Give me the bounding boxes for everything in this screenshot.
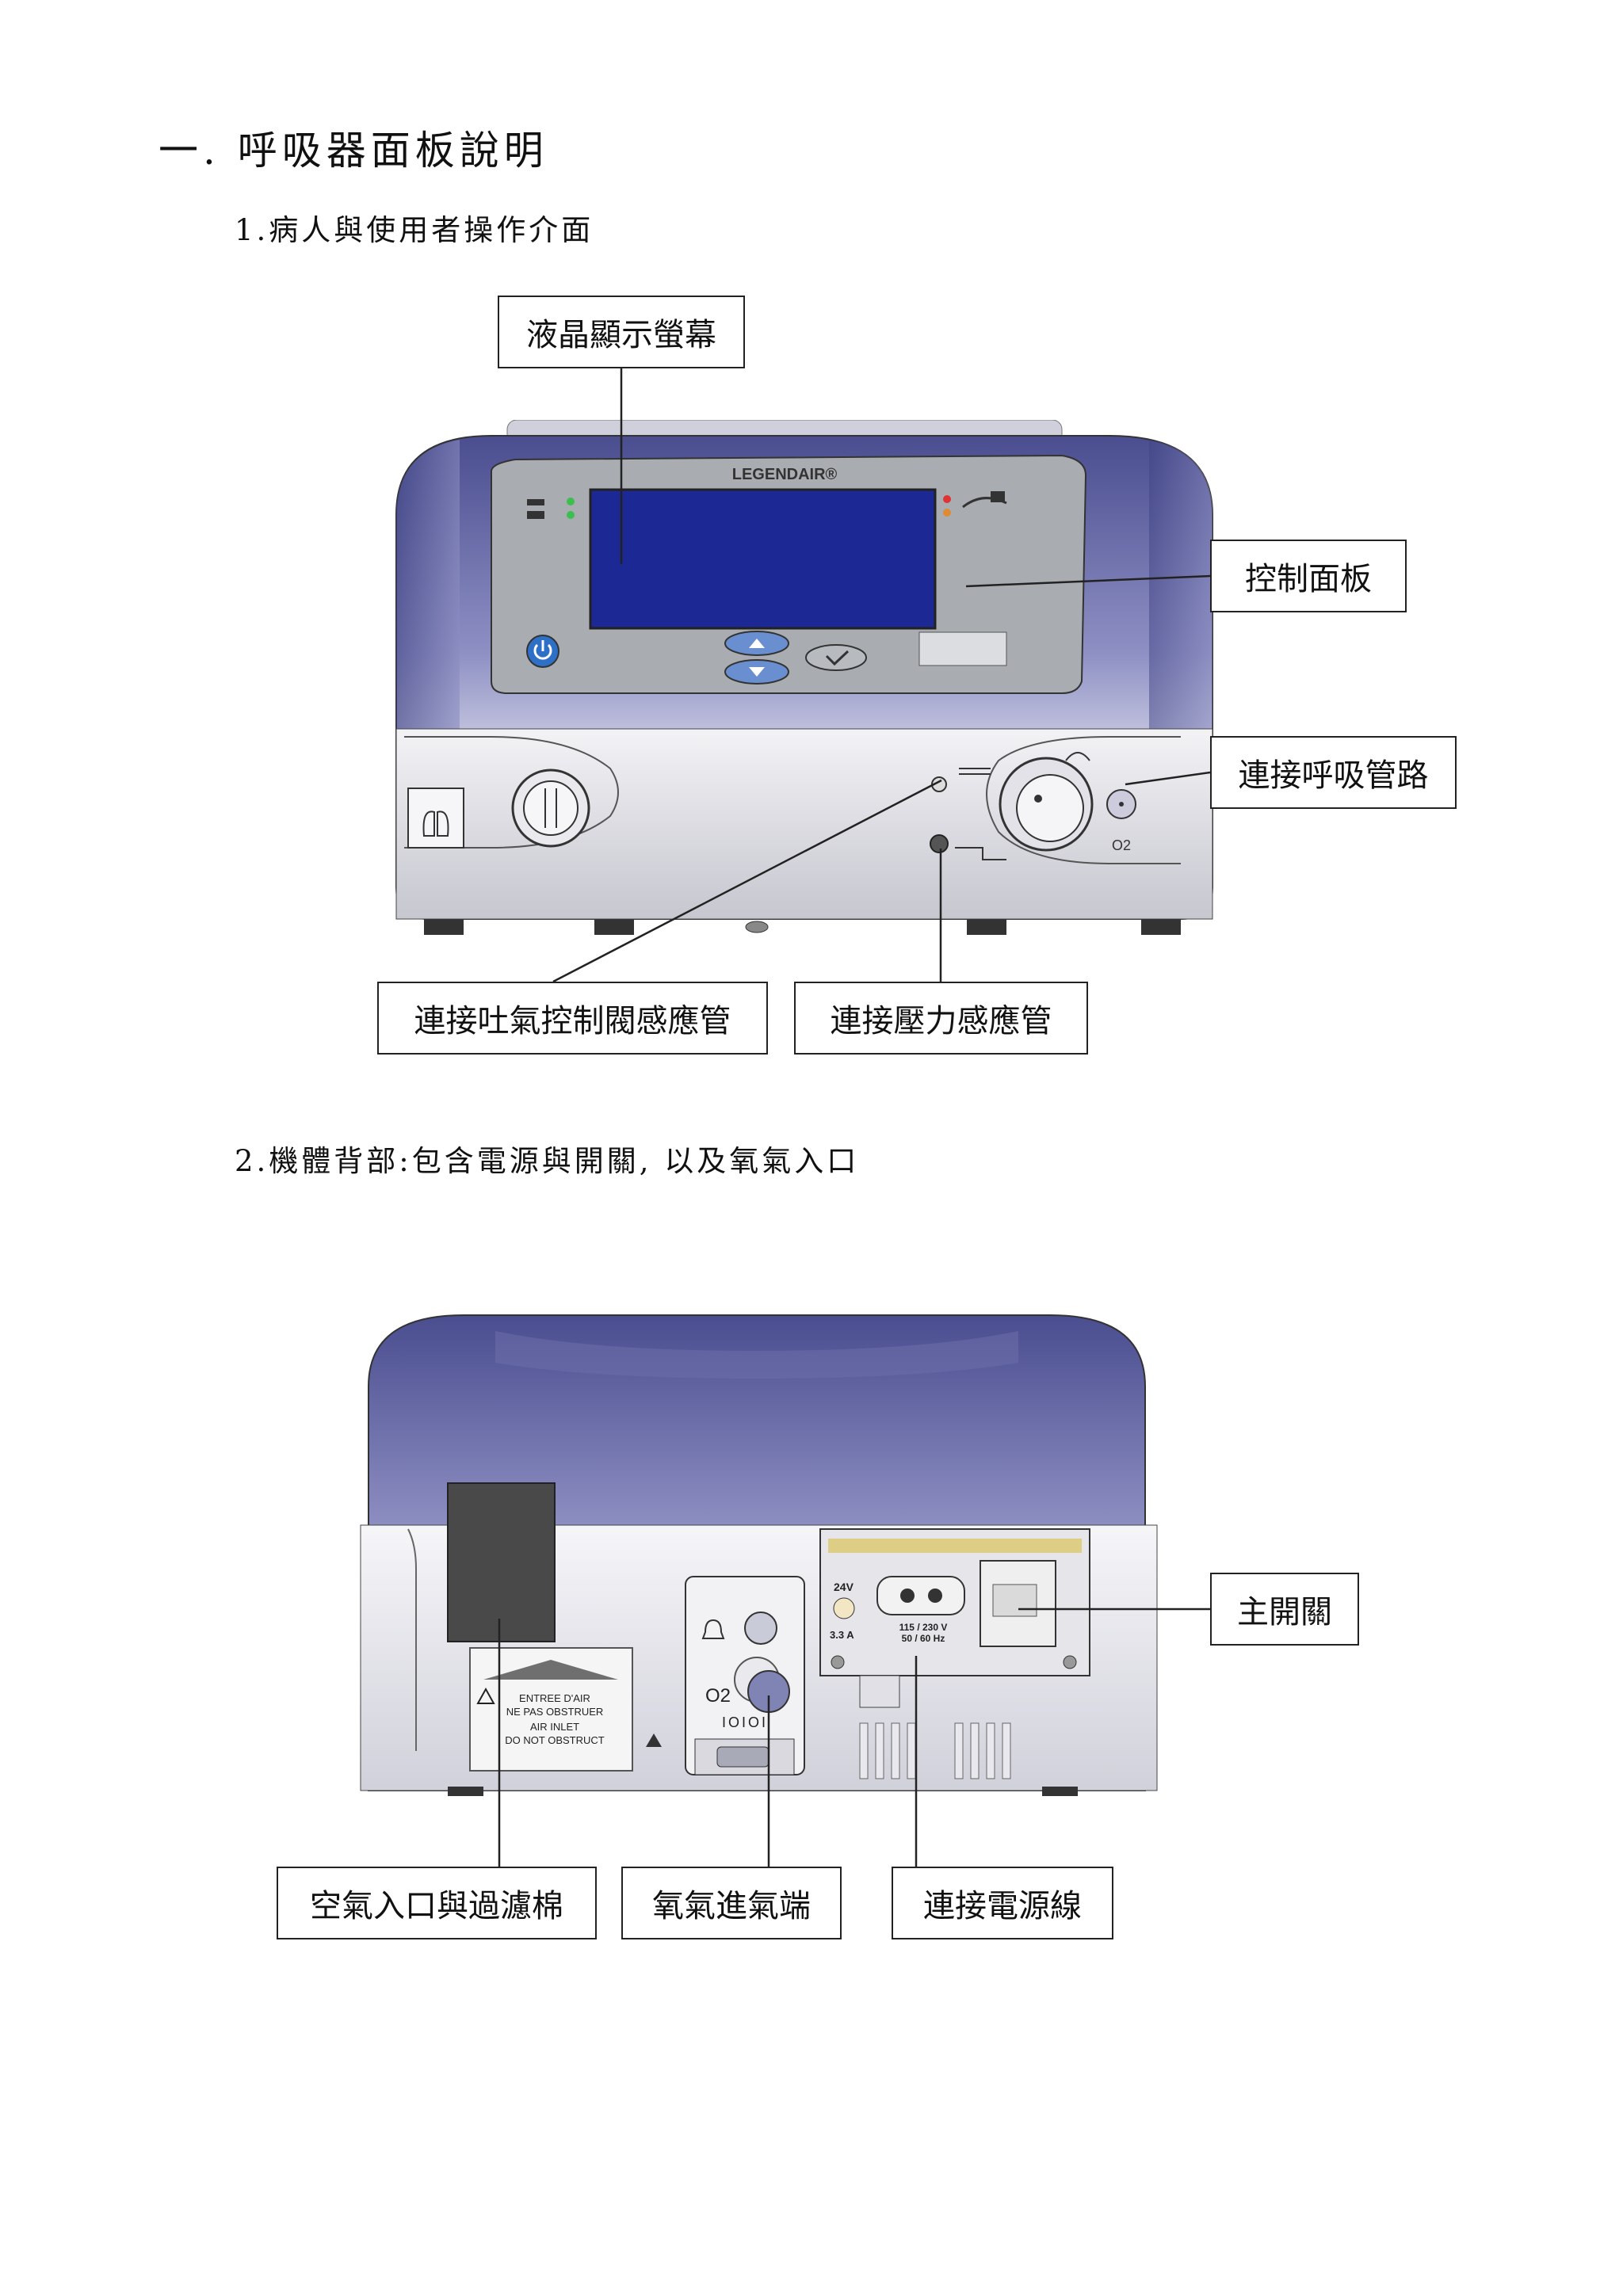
callout-air-inlet: 空氣入口與過濾棉 bbox=[277, 1867, 597, 1939]
svg-text:50 / 60 Hz: 50 / 60 Hz bbox=[902, 1633, 945, 1644]
breathing-circuit-port[interactable] bbox=[1016, 774, 1084, 842]
front-o2-label: O2 bbox=[1112, 837, 1131, 853]
ventilator-front-illustration: LEGENDAIR® O2 bbox=[395, 420, 1213, 935]
section-title: 一. 呼吸器面板說明 bbox=[158, 128, 548, 174]
pressure-sensor-port[interactable] bbox=[930, 834, 949, 853]
callout-lcd-screen: 液晶顯示螢幕 bbox=[498, 296, 745, 368]
io-label: IOIOI bbox=[722, 1714, 768, 1730]
serial-port[interactable] bbox=[716, 1746, 769, 1768]
back-o2-label: O2 bbox=[705, 1685, 731, 1707]
callout-pressure-sensor: 連接壓力感應管 bbox=[794, 982, 1088, 1055]
confirm-button[interactable] bbox=[805, 644, 867, 671]
svg-text:AIR INLET: AIR INLET bbox=[530, 1721, 579, 1733]
exhalation-valve-port[interactable] bbox=[931, 776, 947, 792]
svg-text:ENTREE D'AIR: ENTREE D'AIR bbox=[519, 1692, 590, 1704]
svg-text:DO NOT OBSTRUCT: DO NOT OBSTRUCT bbox=[505, 1734, 604, 1746]
ventilator-back-illustration: ENTREE D'AIR NE PAS OBSTRUER AIR INLET D… bbox=[360, 1314, 1158, 1796]
up-arrow-button[interactable] bbox=[724, 631, 789, 656]
svg-text:24V: 24V bbox=[834, 1581, 854, 1593]
lungs-icon bbox=[407, 788, 464, 849]
svg-text:115 / 230 V: 115 / 230 V bbox=[899, 1622, 948, 1633]
callout-power-cord: 連接電源線 bbox=[892, 1867, 1113, 1939]
brand-logo: LEGENDAIR® bbox=[732, 466, 838, 483]
callout-oxygen-inlet: 氧氣進氣端 bbox=[621, 1867, 842, 1939]
power-button[interactable] bbox=[526, 635, 559, 668]
down-arrow-button[interactable] bbox=[724, 659, 789, 685]
svg-text:NE PAS OBSTRUER: NE PAS OBSTRUER bbox=[506, 1706, 604, 1718]
esd-icon bbox=[646, 1733, 662, 1747]
svg-text:3.3 A: 3.3 A bbox=[830, 1629, 854, 1641]
alarm-connector[interactable] bbox=[744, 1611, 777, 1645]
callout-breathing-circuit: 連接呼吸管路 bbox=[1210, 736, 1457, 809]
callout-control-panel: 控制面板 bbox=[1210, 540, 1407, 612]
callout-main-switch: 主開關 bbox=[1210, 1573, 1359, 1646]
lcd-screen bbox=[589, 488, 937, 630]
air-inlet-filter bbox=[447, 1482, 556, 1642]
callout-exhalation-valve: 連接吐氣控制閥感應管 bbox=[377, 982, 768, 1055]
oxygen-inlet-port[interactable] bbox=[747, 1670, 790, 1713]
alarm-bell-icon bbox=[701, 1619, 725, 1639]
dc-input-port[interactable] bbox=[833, 1597, 855, 1619]
ac-power-socket[interactable] bbox=[876, 1576, 965, 1615]
back-heading: 2.機體背部:包含電源與開關, 以及氧氣入口 bbox=[235, 1144, 860, 1178]
front-heading: 1.病人與使用者操作介面 bbox=[235, 213, 594, 247]
warning-icon bbox=[476, 1687, 495, 1704]
